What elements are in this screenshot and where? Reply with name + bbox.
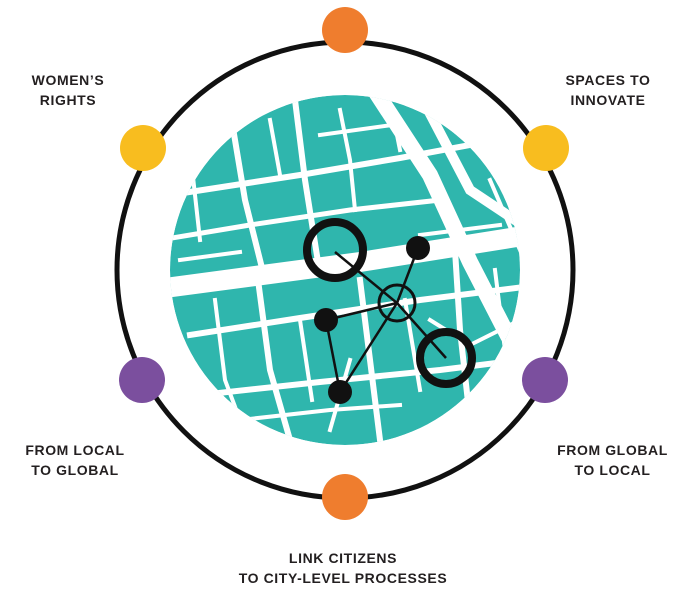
network-dot [406, 236, 430, 260]
label-womens-rights: WOMEN’S RIGHTS [18, 70, 118, 110]
network-dot [314, 308, 338, 332]
label-line: INNOVATE [570, 92, 646, 108]
label-from-global-to-local: FROM GLOBAL TO LOCAL [545, 440, 680, 480]
ring-nodes [119, 7, 569, 520]
node-bottom-orange [322, 474, 368, 520]
city-map [170, 95, 520, 445]
label-line: TO CITY-LEVEL PROCESSES [238, 570, 448, 586]
label-line: FROM LOCAL [25, 442, 125, 458]
label-line: TO LOCAL [574, 462, 651, 478]
label-line: SPACES TO [565, 72, 651, 88]
label-line: RIGHTS [39, 92, 97, 108]
node-spaces-yellow [523, 125, 569, 171]
label-link-citizens: LINK CITIZENS TO CITY-LEVEL PROCESSES [198, 548, 488, 588]
network-dot [328, 380, 352, 404]
label-from-local-to-global: FROM LOCAL TO GLOBAL [10, 440, 140, 480]
label-line: LINK CITIZENS [288, 550, 398, 566]
network-ring-large [416, 328, 476, 388]
node-local-global-purple [119, 357, 165, 403]
network-link [324, 319, 342, 393]
label-line: FROM GLOBAL [557, 442, 668, 458]
network-ring-large [303, 218, 367, 282]
node-top-orange [322, 7, 368, 53]
map-streets [170, 95, 520, 444]
network-link [396, 302, 447, 359]
network-hub [377, 283, 417, 323]
label-line: WOMEN’S [31, 72, 105, 88]
label-spaces-to-innovate: SPACES TO INNOVATE [548, 70, 668, 110]
label-line: TO GLOBAL [31, 462, 119, 478]
node-global-local-purple [522, 357, 568, 403]
network-link [334, 251, 398, 304]
network-overlay [303, 218, 476, 404]
network-link [325, 301, 398, 322]
node-women-rights-yellow [120, 125, 166, 171]
